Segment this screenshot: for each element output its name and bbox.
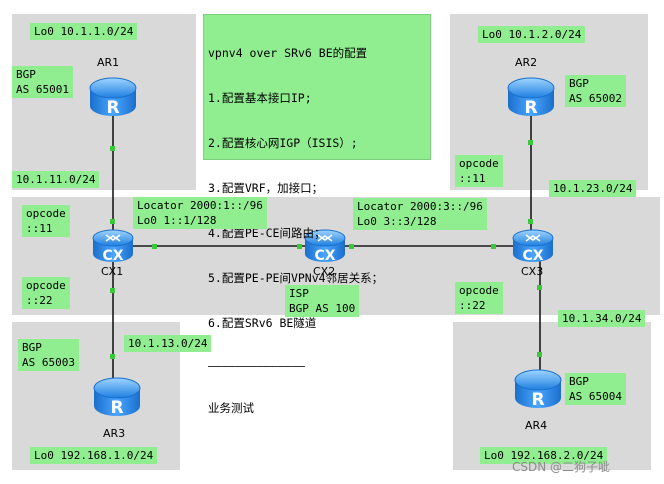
- cx-router-icon-cx1[interactable]: CX: [90, 228, 136, 266]
- device-name-ar1: AR1: [97, 56, 120, 69]
- port-dot: [528, 140, 533, 145]
- task-item: 1.配置基本接口IP;: [208, 91, 312, 105]
- task-separator: ——————————————: [208, 359, 305, 373]
- port-dot: [537, 285, 542, 290]
- cx3-opcode-bottom-label: opcode ::22: [455, 282, 503, 314]
- task-item: 3.配置VRF，加接口；: [208, 181, 324, 195]
- isp-label: ISP BGP AS 100: [285, 285, 360, 317]
- ar4-bgp-label: BGP AS 65004: [565, 373, 626, 405]
- cx3-opcode-top-label: opcode ::11: [455, 155, 503, 187]
- cx1-locator-label: Locator 2000:1::/96 Lo0 1::1/128: [133, 197, 267, 229]
- task-item: 4.配置PE-CE间路由；: [208, 226, 326, 240]
- router-icon-ar2[interactable]: R: [505, 74, 557, 122]
- task-item: 5.配置PE-PE间VPNv4邻居关系；: [208, 271, 384, 285]
- ar2-loopback-label: Lo0 10.1.2.0/24: [478, 26, 586, 43]
- ar1-bgp-label: BGP AS 65001: [12, 66, 73, 98]
- port-dot: [491, 244, 496, 249]
- router-icon-ar3[interactable]: R: [91, 374, 143, 422]
- ar2-bgp-label: BGP AS 65002: [565, 75, 626, 107]
- router-icon-ar1[interactable]: R: [87, 74, 139, 122]
- cx-router-icon-cx3[interactable]: CX: [510, 228, 556, 266]
- device-name-ar3: AR3: [103, 427, 126, 440]
- port-dot: [110, 288, 115, 293]
- task-item: 2.配置核心网IGP（ISIS）;: [208, 136, 358, 150]
- svg-text:R: R: [106, 98, 119, 118]
- port-dot: [110, 354, 115, 359]
- svg-text:R: R: [110, 398, 123, 418]
- port-dot: [297, 244, 302, 249]
- port-dot: [110, 146, 115, 151]
- svg-text:R: R: [531, 390, 544, 410]
- watermark: CSDN @二狗子呲: [512, 460, 611, 474]
- task-footer: 业务测试: [208, 401, 254, 415]
- device-name-ar4: AR4: [525, 419, 548, 432]
- ar4-loopback-label: Lo0 192.168.2.0/24: [480, 447, 608, 464]
- device-name-cx3: CX3: [521, 265, 544, 278]
- cx1-opcode-bottom-label: opcode ::22: [22, 277, 70, 309]
- cx1-opcode-top-label: opcode ::11: [22, 205, 70, 237]
- ar3-bgp-label: BGP AS 65003: [18, 339, 79, 371]
- device-name-cx2: CX2: [313, 265, 336, 278]
- router-icon-ar4[interactable]: R: [512, 366, 564, 414]
- port-dot: [152, 244, 157, 249]
- port-dot: [537, 352, 542, 357]
- ar4-link-subnet-label: 10.1.34.0/24: [558, 310, 646, 327]
- cx-router-icon-cx2[interactable]: CX: [302, 228, 348, 266]
- ar3-link-subnet-label: 10.1.13.0/24: [124, 335, 212, 352]
- ar2-link-subnet-label: 10.1.23.0/24: [549, 180, 637, 197]
- svg-text:CX: CX: [314, 248, 335, 264]
- port-dot: [528, 219, 533, 224]
- task-item: 6.配置SRv6 BE隧道: [208, 316, 317, 330]
- ar1-link-subnet-label: 10.1.11.0/24: [12, 171, 100, 188]
- svg-text:CX: CX: [102, 248, 123, 264]
- ar1-loopback-label: Lo0 10.1.1.0/24: [30, 23, 138, 40]
- device-name-ar2: AR2: [515, 56, 538, 69]
- port-dot: [349, 244, 354, 249]
- port-dot: [110, 219, 115, 224]
- task-title: vpnv4 over SRv6 BE的配置: [208, 46, 368, 60]
- ar3-loopback-label: Lo0 192.168.1.0/24: [30, 447, 158, 464]
- device-name-cx1: CX1: [101, 265, 124, 278]
- cx3-locator-label: Locator 2000:3::/96 Lo0 3::3/128: [353, 198, 487, 230]
- svg-text:R: R: [524, 98, 537, 118]
- task-list-box: vpnv4 over SRv6 BE的配置 1.配置基本接口IP; 2.配置核心…: [203, 14, 431, 415]
- svg-text:CX: CX: [522, 248, 543, 264]
